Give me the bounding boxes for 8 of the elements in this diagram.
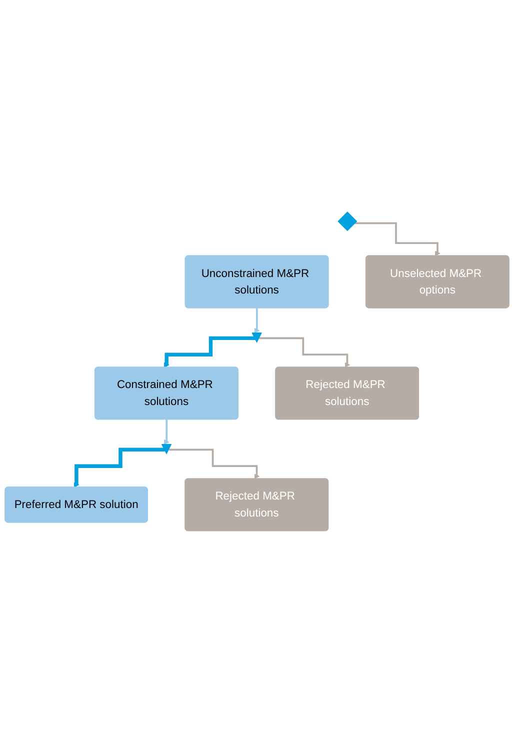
arrow (168, 448, 260, 479)
arrow (354, 222, 440, 256)
arrow (254, 306, 260, 333)
arrow (259, 336, 350, 368)
node-diamond (338, 211, 358, 231)
arrow (74, 447, 165, 488)
arrow (164, 336, 255, 368)
arrow (164, 418, 170, 444)
